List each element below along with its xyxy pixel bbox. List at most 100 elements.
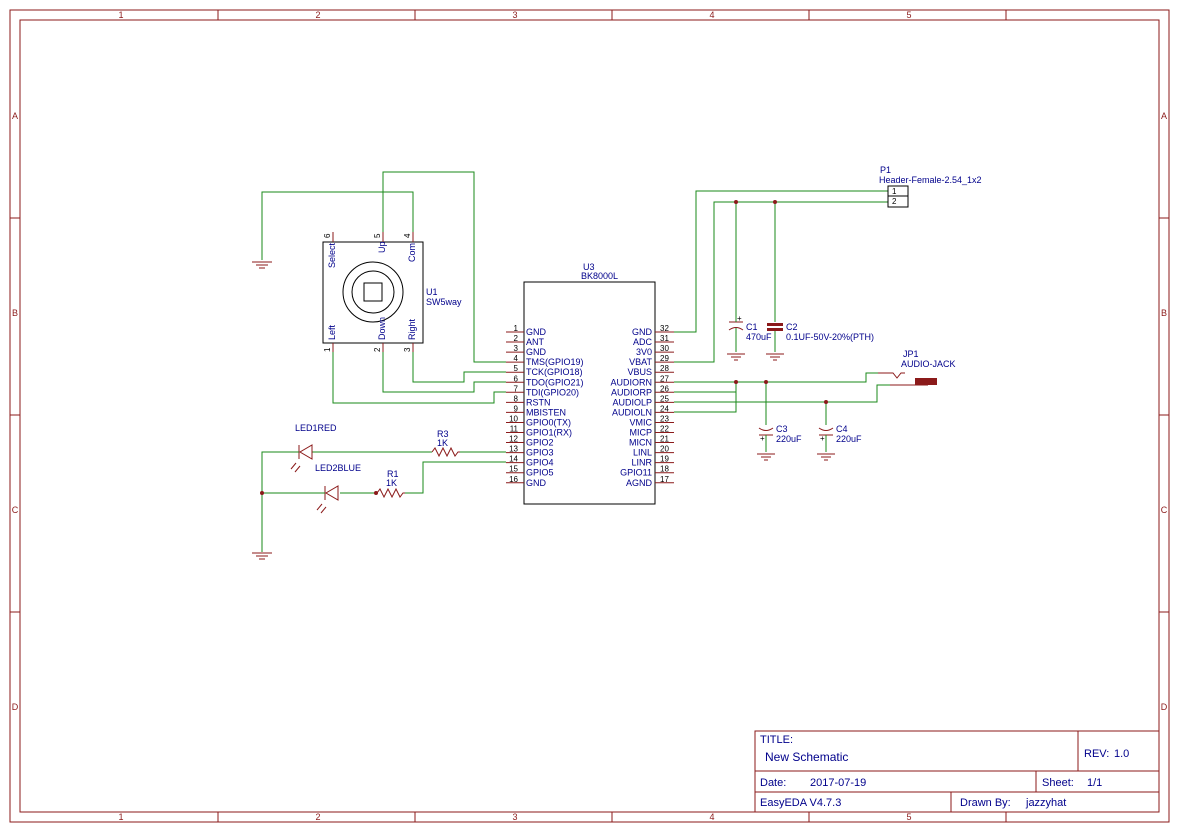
p1-pin1: 1 [892,187,897,196]
u3-left-pin-name: GPIO2 [526,438,554,448]
row-label-d: D [12,702,19,712]
u3-right-pin-num: 32 [660,324,669,333]
u1-ref: U1 [426,287,438,297]
date-label: Date: [760,777,786,789]
u3-right-pin-name: VBUS [627,367,652,377]
row-label-a: A [12,111,18,121]
u1-value: SW5way [426,297,462,307]
svg-text:+: + [820,434,825,443]
jp1-value: AUDIO-JACK [901,359,956,369]
row-label-d-right: D [1161,702,1168,712]
u3-right-pin-num: 31 [660,334,669,343]
u3-right-pin-num: 22 [660,425,669,434]
row-label-c-right: C [1161,505,1168,515]
u1-switch: 6 5 4 Select Up Com 1 2 3 Left Down Righ… [322,232,462,352]
u3-right-pin-num: 20 [660,445,669,454]
u1-pin-com: Com [407,243,417,262]
u3-left-pin-num: 15 [509,465,518,474]
svg-text:+: + [737,314,742,323]
rev-value: 1.0 [1114,748,1129,760]
u1-pin2-num: 2 [373,347,382,352]
u3-right-pin-name: LINL [633,448,652,458]
u3-right-pin-num: 18 [660,465,669,474]
u3-left-pin-num: 8 [514,394,519,403]
led1: LED1RED [288,423,337,473]
u3-left-pin-num: 3 [514,344,519,353]
u1-pin-right: Right [407,318,417,340]
led2-ref: LED2BLUE [315,463,361,473]
col-label-4: 4 [709,10,714,20]
u3-right-pin-num: 17 [660,475,669,484]
u3-right-pin-name: GND [632,327,653,337]
u3-left-pin-name: TCK(GPIO18) [526,367,583,377]
u3-right-pin-num: 27 [660,374,669,383]
rev-label: REV: [1084,748,1109,760]
u3-left-pin-num: 4 [514,354,519,363]
u3-right-pin-name: VMIC [630,417,653,427]
junctions [260,200,828,495]
sheet-label: Sheet: [1042,777,1074,789]
u3-value: BK8000L [581,271,618,281]
col-label-3-bottom: 3 [512,812,517,822]
u3-left-pin-num: 14 [509,455,518,464]
jp1-audio-jack: JP1 AUDIO-JACK [878,349,956,386]
date-value: 2017-07-19 [810,777,866,789]
ground-icon [252,552,272,560]
row-label-a-right: A [1161,111,1167,121]
c2-capacitor: C2 0.1UF-50V-20%(PTH) [767,322,874,342]
software-label: EasyEDA V4.7.3 [760,797,841,809]
row-label-c: C [12,505,19,515]
u3-left-pin-name: GPIO1(RX) [526,428,572,438]
u3-right-pin-name: AUDIORP [611,387,652,397]
u3-right-pin-name: AUDIOLP [612,397,652,407]
u3-left-pin-num: 11 [510,425,519,434]
u3-right-pin-name: AGND [626,478,653,488]
u1-pin4-num: 4 [403,233,412,238]
row-label-b-right: B [1161,308,1167,318]
p1-value: Header-Female-2.54_1x2 [879,175,982,185]
col-label-1-bottom: 1 [118,812,123,822]
sheet-value: 1/1 [1087,777,1102,789]
col-label-2-bottom: 2 [315,812,320,822]
u3-left-pin-name: TDO(GPIO21) [526,377,584,387]
wires [261,171,890,552]
u3-left-pin-num: 1 [514,324,519,333]
u1-pin3-num: 3 [403,347,412,352]
u3-right-pin-name: LINR [631,458,652,468]
u3-left-pin-name: GPIO3 [526,448,554,458]
ground-icon [817,440,835,461]
r1-value: 1K [386,478,397,488]
c4-ref: C4 [836,424,848,434]
c4-capacitor: + C4 220uF [818,424,862,444]
p1-pin2: 2 [892,197,897,206]
r1-ref: R1 [387,469,399,479]
c4-value: 220uF [836,434,862,444]
u3-left-pin-name: GND [526,327,547,337]
col-label-2: 2 [315,10,320,20]
r3-value: 1K [437,438,448,448]
u3-left-pin-num: 2 [514,334,519,343]
u3-right-pin-num: 25 [660,394,669,403]
r1-resistor: R1 1K [376,469,405,499]
svg-text:+: + [760,434,765,443]
u3-right-pin-num: 19 [660,455,669,464]
ground-icon [766,330,784,361]
col-label-1: 1 [118,10,123,20]
u3-right-pin-num: 29 [660,354,669,363]
u3-left-pin-name: GPIO4 [526,458,554,468]
u3-left-pin-num: 10 [509,414,518,423]
u1-pin5-num: 5 [373,233,382,238]
u3-right-pin-num: 30 [660,344,669,353]
u3-right-pin-name: AUDIORN [610,377,652,387]
u3-right-pin-name: 3V0 [636,347,652,357]
title-block: TITLE: New Schematic REV: 1.0 Date: 2017… [754,730,1160,813]
u1-pin-up: Up [377,241,387,253]
u3-right-pin-num: 28 [660,364,669,373]
u3-left-pin-num: 12 [509,435,518,444]
r3-resistor: R3 1K [431,429,460,458]
u3-right-pin-name: GPIO11 [620,468,652,478]
sheet-frame: 1 2 3 4 5 1 2 3 4 5 A B C D A B C D [9,9,1170,823]
